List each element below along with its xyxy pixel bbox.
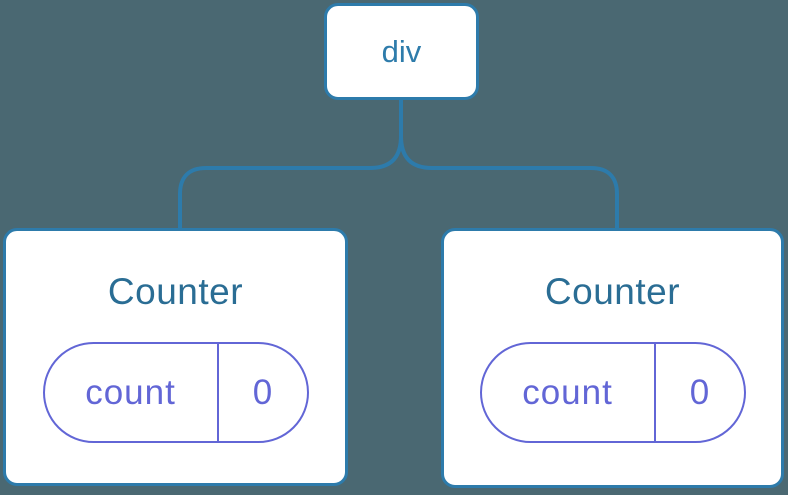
component-title: Counter [544,271,681,312]
state-pill: count 0 [479,342,746,443]
state-value: 0 [252,372,273,412]
root-node-label: div [381,33,422,69]
state-pill: count 0 [42,342,309,443]
state-value: 0 [689,372,710,412]
tree-node-root: div [324,3,479,100]
state-name: count [482,344,656,441]
component-title: Counter [107,271,244,312]
state-name: count [45,344,219,441]
tree-node-counter-left: Counter count 0 [3,228,348,486]
connector-right-branch [399,100,619,229]
tree-node-counter-right: Counter count 0 [441,228,784,488]
connector-left-branch [178,100,403,229]
